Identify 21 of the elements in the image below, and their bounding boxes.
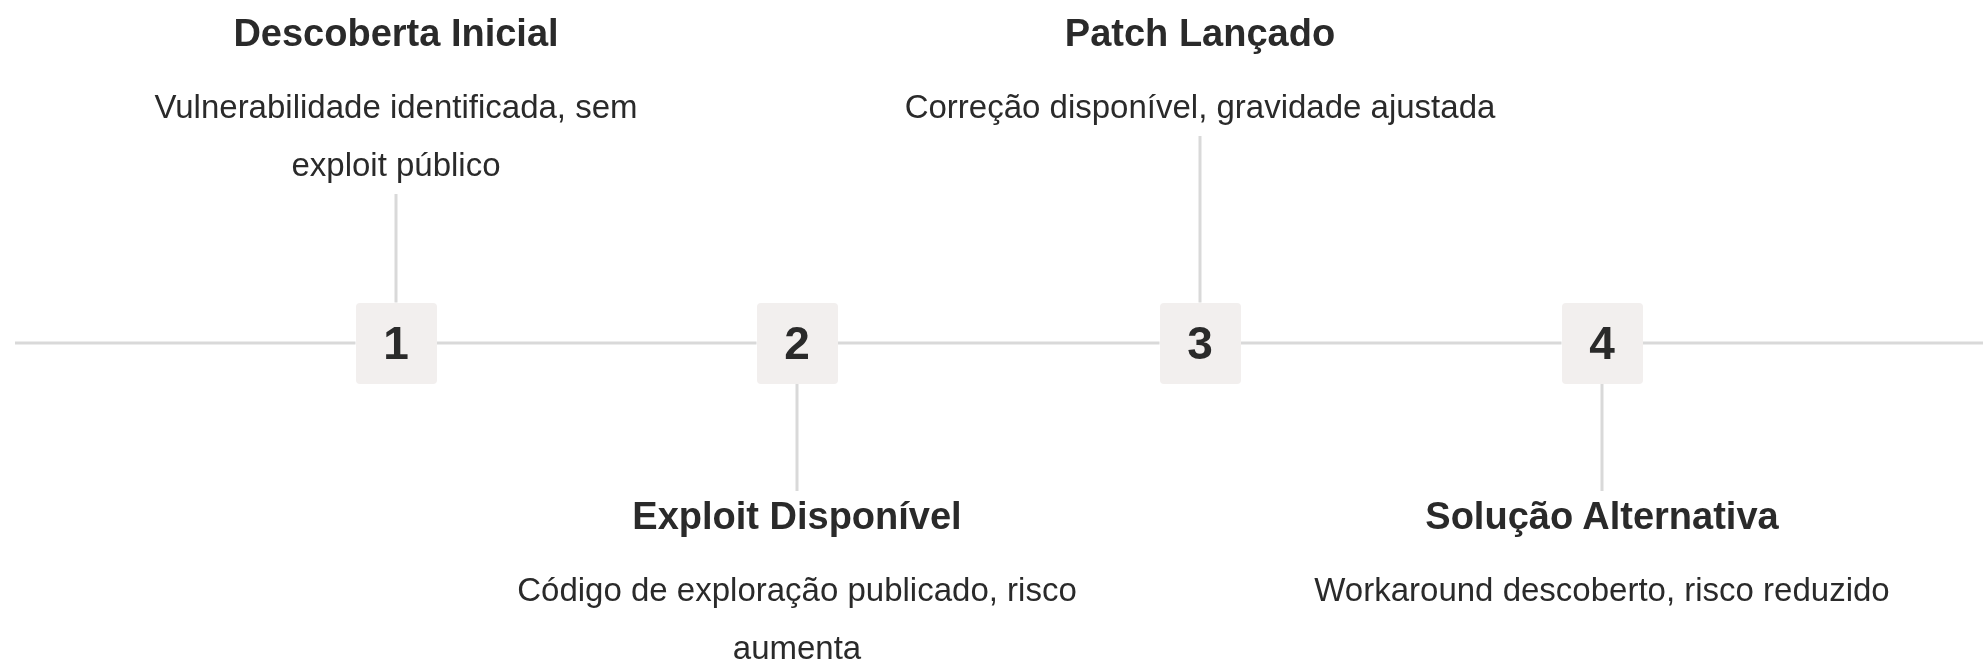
timeline-line <box>436 341 757 345</box>
leader-line <box>795 383 799 491</box>
leader-line <box>1198 136 1202 303</box>
timeline-line <box>15 341 356 345</box>
event-description: Vulnerabilidade identificada, sem exploit público <box>153 87 639 185</box>
leader-line <box>1600 383 1604 491</box>
event-title: Patch Lançado <box>1064 11 1336 56</box>
event-description: Código de exploração publicado, risco aumenta <box>516 570 1078 664</box>
event-title: Solução Alternativa <box>1425 494 1779 539</box>
step-number: 3 <box>1159 302 1241 384</box>
timeline-line <box>1240 341 1562 345</box>
event-description: Workaround descoberto, risco reduzido <box>1313 570 1891 610</box>
event-description: Correção disponível, gravidade ajustada <box>903 87 1497 127</box>
timeline-line <box>837 341 1160 345</box>
step-number: 1 <box>355 302 437 384</box>
event-title: Exploit Disponível <box>632 494 962 539</box>
step-number: 2 <box>756 302 838 384</box>
event-title: Descoberta Inicial <box>233 11 559 56</box>
timeline-line <box>1642 341 1983 345</box>
step-number: 4 <box>1561 302 1643 384</box>
leader-line <box>394 194 398 303</box>
